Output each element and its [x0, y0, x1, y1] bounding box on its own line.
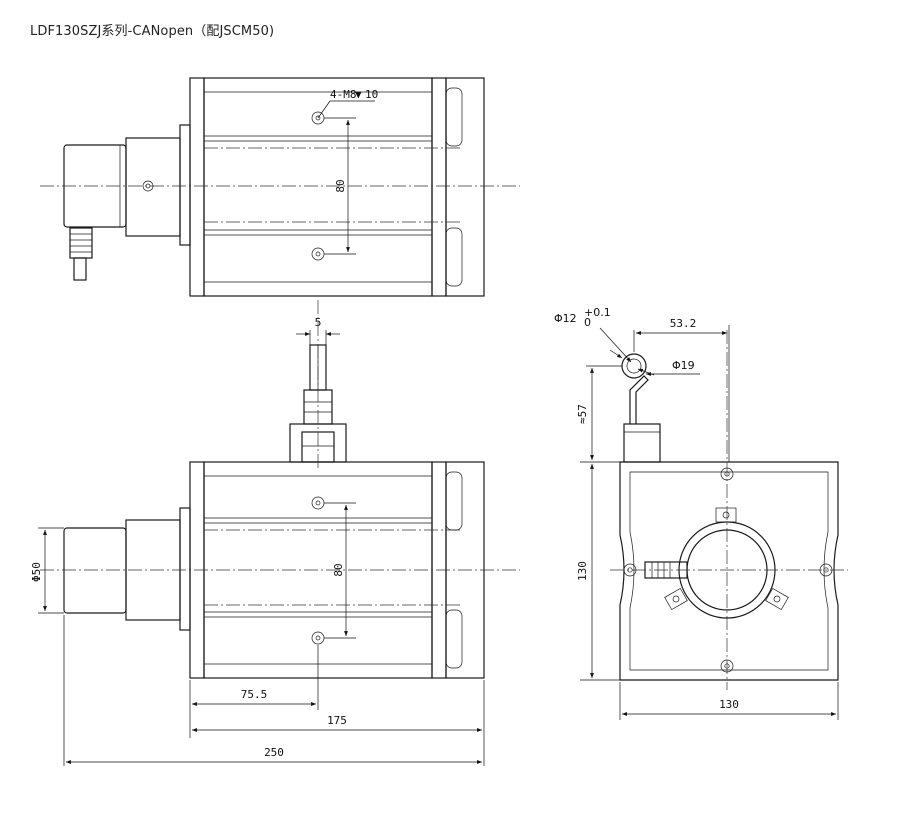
front-wire-ring-outer [621, 353, 647, 379]
dim-phi12: Φ12 [554, 312, 577, 325]
front-wire-arm [629, 375, 649, 424]
tol-upper: +0.1 [584, 306, 611, 319]
top-mount-plate [179, 124, 191, 246]
tol-lower: 0 [584, 316, 591, 329]
front-view: Φ12 +0.1 0 Φ19 53.2 ≈57 130 130 [554, 306, 848, 720]
svg-text:▼: ▼ [355, 88, 362, 101]
top-view: 4-M8 ▼ 10 80 [40, 77, 520, 297]
side-encoder-body [63, 527, 127, 614]
top-connector [69, 227, 93, 259]
top-cover [445, 77, 485, 297]
dim-130-vertical: 130 [576, 561, 589, 581]
dim-250: 250 [264, 746, 284, 759]
side-view: 5 80 Φ50 75.5 175 250 [30, 300, 520, 766]
dim-175: 175 [327, 714, 347, 727]
side-hole-upper [311, 496, 325, 510]
dim-phi50: Φ50 [30, 562, 43, 582]
side-hole-lower [311, 631, 325, 645]
front-wire-exit [623, 423, 661, 463]
top-dim-80: 80 [334, 179, 347, 192]
top-hole-lower [311, 247, 325, 261]
top-end-plate-right [431, 77, 447, 297]
dim-phi19: Φ19 [672, 359, 695, 372]
side-mount-plate [179, 507, 191, 631]
top-end-plate-left [189, 77, 205, 297]
hole-depth-text: 10 [365, 88, 378, 101]
top-housing [203, 77, 433, 297]
dim-53-2: 53.2 [670, 317, 697, 330]
top-cable [73, 257, 87, 281]
dim-130-horizontal: 130 [719, 698, 739, 711]
dim-approx57: ≈57 [576, 404, 589, 424]
dim-75-5: 75.5 [241, 688, 268, 701]
front-wire-ring-inner [626, 358, 642, 374]
drawing-title: LDF130SZJ系列-CANopen（配JSCM50) [30, 24, 275, 39]
front-plate-outer [619, 461, 839, 681]
hole-callout-text: 4-M8 [330, 88, 357, 101]
